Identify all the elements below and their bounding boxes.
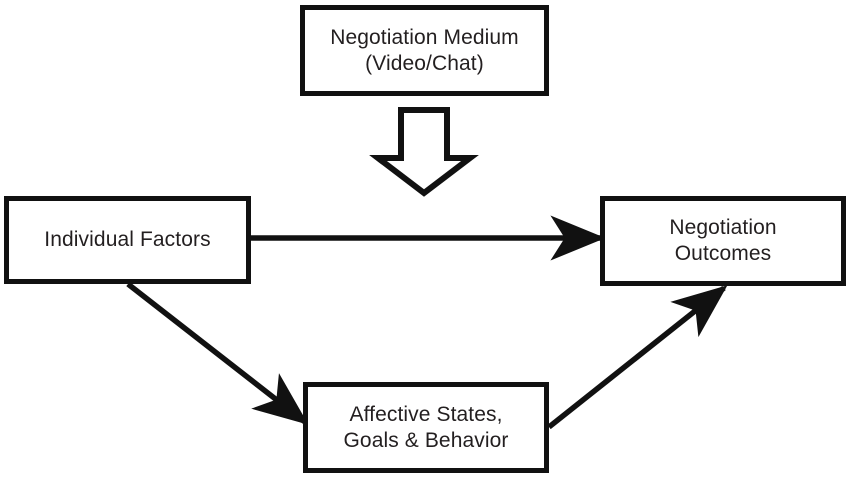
node-negotiation-outcomes[interactable]: Negotiation Outcomes xyxy=(600,196,846,286)
factors-to-affect-arrow xyxy=(126,281,309,425)
node-affective-states-label: Affective States, Goals & Behavior xyxy=(343,402,509,452)
medium-moderates-arrow xyxy=(369,107,479,197)
node-negotiation-medium[interactable]: Negotiation Medium (Video/Chat) xyxy=(300,5,549,96)
node-individual-factors[interactable]: Individual Factors xyxy=(4,196,251,284)
affect-to-outcomes-arrow xyxy=(547,285,728,430)
node-individual-factors-label: Individual Factors xyxy=(44,228,211,252)
node-negotiation-outcomes-label: Negotiation Outcomes xyxy=(669,216,777,265)
node-negotiation-medium-label: Negotiation Medium (Video/Chat) xyxy=(330,25,519,75)
node-affective-states[interactable]: Affective States, Goals & Behavior xyxy=(303,382,549,473)
